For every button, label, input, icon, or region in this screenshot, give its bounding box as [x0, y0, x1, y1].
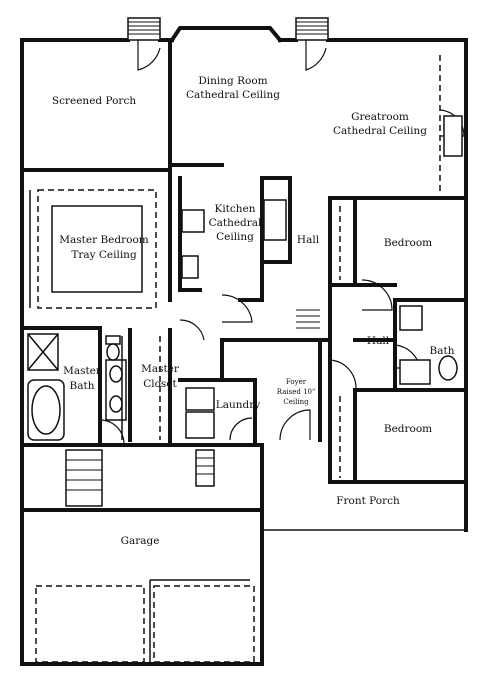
garage-door-right	[153, 585, 255, 663]
steps	[65, 17, 329, 507]
label-kitchen-cathedral: Cathedral	[209, 217, 262, 229]
label-garage: Garage	[121, 535, 160, 547]
label-master-bath-2: Bath	[70, 380, 95, 392]
label-master-closet-1: Master	[141, 363, 180, 375]
label-bath: Bath	[430, 345, 455, 357]
label-master-bedroom: Master Bedroom	[59, 234, 149, 246]
label-kitchen: Kitchen	[214, 203, 255, 215]
label-greatroom: Greatroom	[351, 111, 409, 123]
label-foyer-ceiling: Ceiling	[283, 398, 309, 406]
label-master-ceiling: Tray Ceiling	[71, 249, 137, 261]
label-foyer: Foyer	[286, 378, 307, 386]
tray-ceiling-outline	[37, 189, 157, 309]
label-kitchen-ceiling: Ceiling	[216, 231, 254, 243]
label-hall-upper: Hall	[297, 234, 320, 246]
label-master-bath-1: Master	[63, 365, 102, 377]
label-greatroom-ceiling: Cathedral Ceiling	[333, 125, 427, 137]
garage-door-left	[35, 585, 145, 663]
label-bedroom-lower: Bedroom	[384, 423, 432, 435]
label-front-porch: Front Porch	[336, 495, 400, 507]
label-dining-room: Dining Room	[198, 75, 267, 87]
fixtures	[27, 115, 463, 478]
tray-ceiling-inner	[51, 205, 143, 293]
exterior-walls	[20, 26, 468, 666]
label-hall-lower: Hall	[367, 335, 390, 347]
label-screened-porch: Screened Porch	[52, 95, 136, 107]
label-master-closet-2: Closet	[143, 378, 177, 390]
label-dining-ceiling: Cathedral Ceiling	[186, 89, 280, 101]
label-bedroom-upper: Bedroom	[384, 237, 432, 249]
label-foyer-raised: Raised 10"	[277, 388, 315, 396]
label-laundry: Laundry	[216, 399, 260, 411]
interior-walls	[20, 38, 468, 484]
doors	[99, 40, 465, 445]
